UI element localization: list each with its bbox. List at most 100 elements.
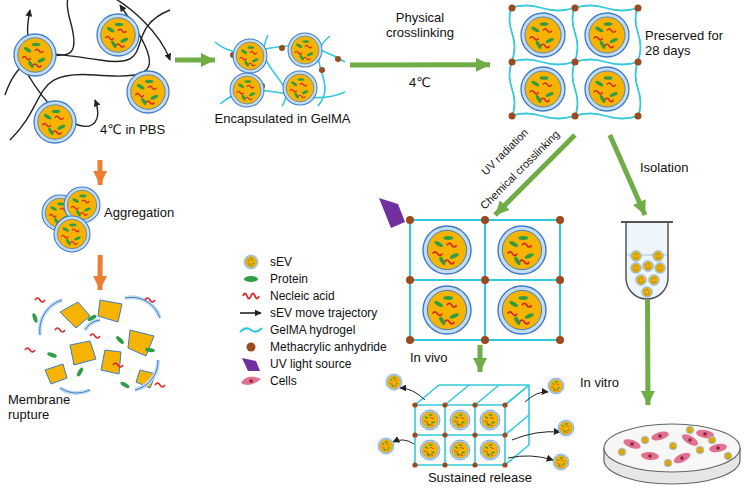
- illustration-panel: 4℃ in PBS: [0, 0, 175, 160]
- methacrylic-dot: [572, 113, 579, 120]
- sev: [450, 410, 470, 430]
- sev: [558, 420, 574, 436]
- membrane-arc: [85, 320, 100, 330]
- membrane-arc: [135, 360, 158, 390]
- cell: [650, 430, 669, 442]
- legend-sample: [240, 313, 261, 314]
- methacrylic-dot: [279, 45, 285, 51]
- sev: [498, 226, 546, 274]
- legend-label: UV light source: [270, 356, 351, 372]
- sev: [233, 39, 267, 73]
- methacrylic-dot: [635, 113, 642, 120]
- illustration-panel: In vitro: [595, 405, 745, 485]
- methacrylic-dot: [509, 59, 516, 66]
- crosslinked-panel: [509, 5, 642, 120]
- sev: [450, 440, 470, 460]
- methacrylic-dot: [406, 336, 414, 344]
- legend-label: Necleic acid: [270, 288, 335, 304]
- arrow-label: Physical crosslinking: [378, 10, 463, 40]
- legend-label: GelMA hydrogel: [270, 322, 355, 338]
- legend-icons: [240, 255, 262, 385]
- flow-arrow: [350, 62, 490, 67]
- sev: [127, 71, 169, 113]
- methacrylic-dot: [635, 5, 642, 12]
- methacrylic-dot: [319, 67, 325, 73]
- cell: [708, 442, 727, 453]
- methacrylic-dot: [442, 432, 447, 437]
- sev: [34, 101, 76, 143]
- sev: [664, 459, 672, 467]
- sev: [420, 440, 440, 460]
- panel-caption: Membrane rupture: [8, 392, 80, 422]
- cell: [695, 428, 714, 439]
- legend-label: Methacrylic anhydride: [270, 339, 387, 355]
- methacrylic-dot: [412, 402, 417, 407]
- legend-label: sEV: [270, 254, 292, 270]
- membrane-fragment: [98, 300, 122, 322]
- flow-arrow: [495, 135, 575, 215]
- sev: [498, 286, 546, 334]
- methacrylic-dot: [472, 462, 477, 467]
- illustration-panel: Aggregation: [40, 185, 180, 255]
- sev: [585, 13, 629, 57]
- legend-sample: [241, 377, 261, 385]
- gelma-strand: [415, 404, 505, 406]
- sev: [423, 286, 471, 334]
- methacrylic-dot: [406, 276, 414, 284]
- sev: [288, 33, 322, 67]
- illustration-panel: Preserved for 28 days: [490, 0, 745, 135]
- legend-label: Cells: [270, 373, 297, 389]
- sev: [283, 71, 317, 105]
- gelma-strand: [439, 384, 529, 386]
- flow-arrow: [97, 255, 102, 290]
- gelma-strand: [510, 5, 515, 117]
- methacrylic-dot: [556, 276, 564, 284]
- gelma-strand: [573, 5, 578, 117]
- sev: [423, 226, 471, 274]
- panel-caption: In vivo: [410, 350, 470, 365]
- methacrylic-dot: [502, 402, 507, 407]
- illustration-panel: Membrane rupture: [0, 290, 175, 430]
- illustration-panel: Sustained release: [390, 372, 570, 470]
- sev: [641, 436, 649, 444]
- legend-sample: [244, 276, 258, 282]
- sev: [521, 67, 565, 111]
- sev: [655, 263, 666, 274]
- uv-light-source: [379, 198, 405, 228]
- illustration-panel: Isolation: [610, 215, 685, 300]
- sev: [686, 426, 694, 434]
- gelma-strand: [505, 415, 529, 435]
- panel-caption: Encapsulated in GelMA: [205, 111, 360, 126]
- panel-caption: In vitro: [580, 375, 640, 390]
- methacrylic-dot: [481, 216, 489, 224]
- sev: [244, 255, 258, 269]
- methacrylic-dot: [635, 59, 642, 66]
- cell: [672, 451, 692, 466]
- gelma-strand: [510, 60, 638, 65]
- legend-label: sEV move trajectory: [270, 305, 377, 321]
- methacrylic-dot: [572, 59, 579, 66]
- annotation: Chemical crosslinking: [477, 127, 563, 213]
- aggregation-panel: [42, 187, 100, 252]
- methacrylic-dot: [247, 343, 256, 352]
- methacrylic-dot: [442, 462, 447, 467]
- petri-dish: [604, 424, 740, 484]
- methacrylic-dot: [472, 402, 477, 407]
- sev: [618, 448, 626, 456]
- sev: [480, 440, 500, 460]
- methacrylic-dot: [442, 402, 447, 407]
- sev: [420, 410, 440, 430]
- trajectory: [10, 5, 150, 140]
- sev: [480, 410, 500, 430]
- legend-sample: [244, 255, 258, 269]
- gelma-strand: [505, 445, 529, 465]
- gelma-strand: [264, 35, 286, 106]
- pbs-panel: [5, 0, 170, 143]
- sev: [696, 446, 704, 454]
